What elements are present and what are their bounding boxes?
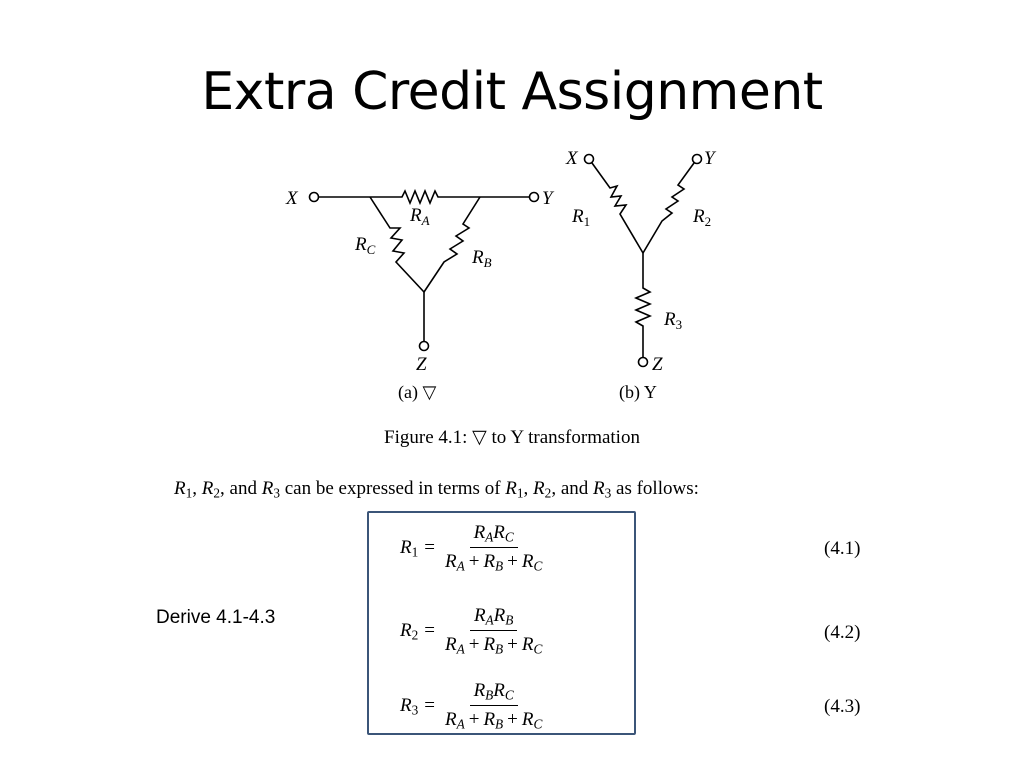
equals-sign: = bbox=[424, 536, 435, 558]
equation-4-2: R2 = RARB RA+RB+RC bbox=[400, 605, 546, 656]
equation-4-1: R1 = RARC RA+RB+RC bbox=[400, 522, 546, 573]
numerator: RARB bbox=[469, 605, 518, 631]
label-z-delta: Z bbox=[416, 354, 427, 375]
eq-lhs: R2 bbox=[400, 619, 419, 643]
wye-network bbox=[583, 153, 703, 368]
equals-sign: = bbox=[424, 694, 435, 716]
equation-number-4-2: (4.2) bbox=[824, 622, 861, 643]
resistor-rb-delta bbox=[423, 196, 481, 293]
caption-a: (a) ▽ bbox=[398, 382, 436, 403]
eq-lhs: R1 bbox=[400, 536, 419, 560]
resistor-rc-delta bbox=[369, 196, 425, 293]
terminal-z-wye bbox=[637, 356, 649, 368]
label-r2: R2 bbox=[692, 206, 711, 229]
resistor-r1-wye bbox=[591, 162, 644, 254]
equals-sign: = bbox=[424, 619, 435, 641]
denominator: RA+RB+RC bbox=[444, 551, 543, 574]
equation-box bbox=[367, 511, 636, 735]
label-r1: R1 bbox=[571, 206, 590, 229]
terminal-y-delta bbox=[528, 191, 540, 203]
denominator: RA+RB+RC bbox=[444, 709, 543, 732]
label-rc: RC bbox=[354, 234, 376, 257]
label-y-delta: Y bbox=[542, 188, 555, 209]
resistor-r2-wye bbox=[642, 162, 695, 254]
figure-caption: Figure 4.1: ▽ to Y transformation bbox=[384, 427, 640, 448]
eq-lhs: R3 bbox=[400, 694, 419, 718]
intro-sentence: R1, R2, and R3 can be expressed in terms… bbox=[174, 478, 699, 501]
label-z-wye: Z bbox=[652, 354, 663, 375]
numerator: RARC bbox=[469, 522, 518, 548]
equation-4-3: R3 = RBRC RA+RB+RC bbox=[400, 680, 546, 731]
label-r3: R3 bbox=[663, 309, 682, 332]
fraction: RARC RA+RB+RC bbox=[441, 522, 546, 573]
fraction: RBRC RA+RB+RC bbox=[441, 680, 546, 731]
label-x-wye: X bbox=[565, 148, 579, 169]
caption-b: (b) Y bbox=[619, 382, 657, 403]
resistor-r3-wye bbox=[633, 253, 653, 358]
delta-network bbox=[308, 188, 540, 352]
equation-number-4-1: (4.1) bbox=[824, 538, 861, 559]
terminal-x-delta bbox=[308, 191, 320, 203]
numerator: RBRC bbox=[469, 680, 518, 706]
slide-title: Extra Credit Assignment bbox=[201, 62, 823, 122]
fraction: RARB RA+RB+RC bbox=[441, 605, 546, 656]
terminal-y-wye bbox=[691, 153, 703, 165]
label-rb: RB bbox=[471, 247, 492, 270]
denominator: RA+RB+RC bbox=[444, 634, 543, 657]
label-ra: RA bbox=[409, 205, 430, 228]
terminal-x-wye bbox=[583, 153, 595, 165]
label-y-wye: Y bbox=[704, 148, 717, 169]
terminal-z-delta bbox=[418, 340, 430, 352]
derive-note: Derive 4.1-4.3 bbox=[156, 607, 276, 628]
label-x-delta: X bbox=[285, 188, 299, 209]
delta-top-wire bbox=[318, 188, 530, 206]
equation-number-4-3: (4.3) bbox=[824, 696, 861, 717]
